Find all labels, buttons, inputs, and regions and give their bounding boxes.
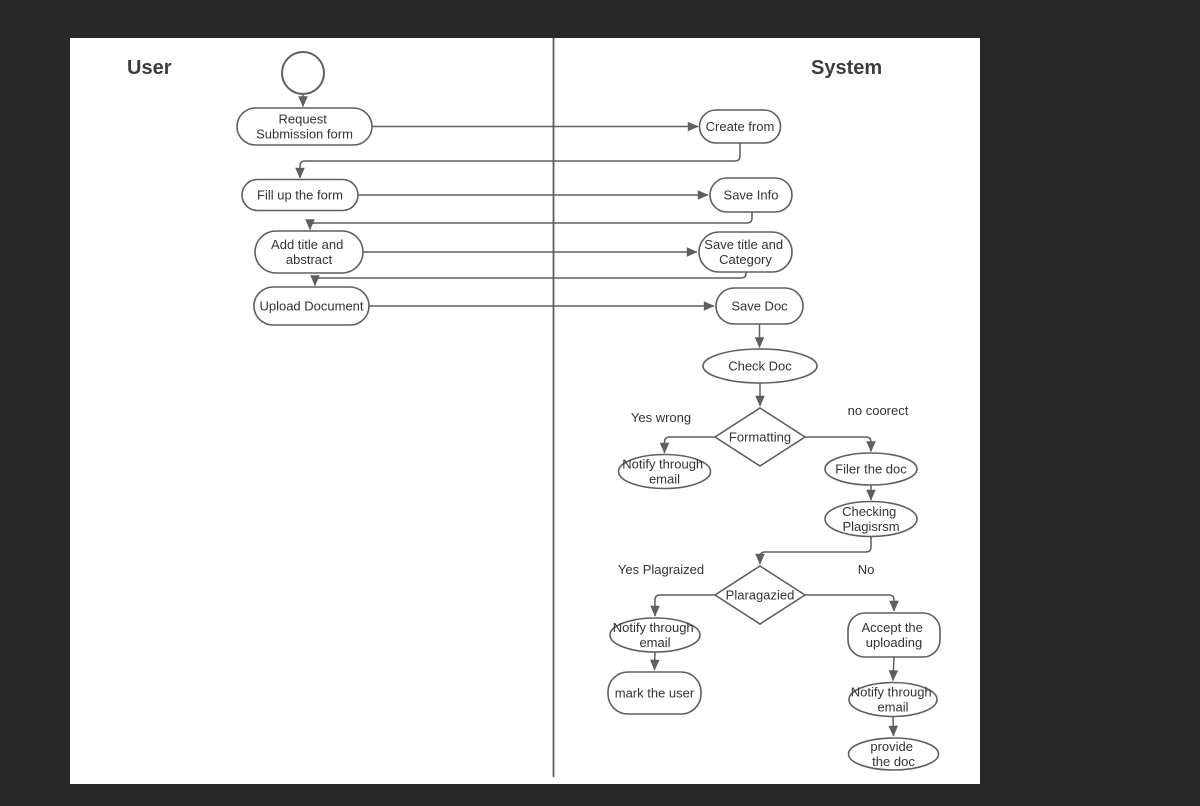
notify-email-plagiarized-shape — [609, 617, 701, 653]
filer-the-doc-shape — [824, 452, 918, 486]
edge-label-no-coorect[interactable]: no coorect — [848, 403, 909, 418]
node-upload-document[interactable]: Upload Document — [253, 286, 370, 326]
request-submission-label: Request Submission form — [256, 112, 353, 142]
accept-uploading-shape — [847, 612, 941, 658]
save-title-category-shape — [698, 231, 793, 273]
plaragazied-diamond-shape — [713, 565, 807, 625]
node-save-info[interactable]: Save Info — [709, 177, 793, 213]
create-from-label: Create from — [706, 119, 775, 134]
add-title-abstract-shape — [254, 230, 364, 274]
edge-formatting-to-notify-wrong[interactable] — [659, 436, 716, 454]
lane-title-user[interactable]: User — [127, 57, 172, 79]
notify-email-accept-shape — [848, 681, 938, 718]
check-doc-shape — [702, 348, 818, 384]
filer-the-doc-label: Filer the doc — [835, 462, 907, 477]
formatting-diamond-shape — [713, 407, 807, 467]
node-notify-email-wrong[interactable]: Notify through email — [617, 453, 712, 490]
edge-save-title-to-upload[interactable] — [310, 272, 747, 287]
diagram-canvas[interactable]: User System Yes wrong — [70, 38, 980, 784]
node-checking-plagisrsm[interactable]: Checking Plagisrsm — [824, 500, 918, 538]
provide-the-doc-shape — [847, 737, 940, 771]
edge-plaragazied-to-accept[interactable] — [805, 594, 899, 612]
mark-the-user-shape — [607, 671, 702, 715]
node-create-from[interactable]: Create from — [698, 109, 782, 144]
upload-document-label: Upload Document — [259, 299, 363, 314]
edge-notify-to-mark-user[interactable] — [649, 651, 660, 671]
upload-document-shape — [253, 286, 370, 326]
node-start[interactable] — [281, 51, 325, 95]
notify-email-accept-label: Notify through email — [851, 685, 936, 715]
edge-plaragazied-to-notify-plagiarized[interactable] — [650, 594, 715, 617]
node-fill-up-form[interactable]: Fill up the form — [241, 178, 359, 212]
node-notify-email-accept[interactable]: Notify through email — [848, 681, 938, 718]
checking-plagisrsm-shape — [824, 500, 918, 538]
node-provide-the-doc[interactable]: provide the doc — [847, 737, 940, 771]
checking-plagisrsm-label: Checking Plagisrsm — [842, 504, 900, 534]
create-from-shape — [698, 109, 782, 144]
edge-formatting-to-filer[interactable] — [805, 436, 876, 453]
formatting-label: Formatting — [729, 430, 791, 445]
edge-label-no[interactable]: No — [858, 562, 875, 577]
save-title-category-label: Save title and Category — [704, 237, 786, 267]
edge-accept-to-notify[interactable] — [888, 656, 899, 682]
node-save-doc[interactable]: Save Doc — [715, 287, 804, 325]
accept-uploading-label: Accept the uploading — [861, 620, 926, 650]
connectors — [295, 94, 899, 737]
request-submission-shape — [236, 107, 373, 146]
node-filer-the-doc[interactable]: Filer the doc — [824, 452, 918, 486]
node-notify-email-plagiarized[interactable]: Notify through email — [609, 617, 701, 653]
edge-create-from-to-fill-up[interactable] — [295, 143, 741, 179]
save-doc-label: Save Doc — [731, 299, 788, 314]
mark-the-user-label: mark the user — [615, 686, 695, 701]
fill-up-form-shape — [241, 178, 359, 212]
node-request-submission-form[interactable]: Request Submission form — [236, 107, 373, 146]
edge-checking-to-plaragazied[interactable] — [755, 536, 872, 565]
edge-save-info-to-add-title[interactable] — [305, 212, 753, 231]
lane-title-system[interactable]: System — [811, 57, 882, 79]
start-circle — [281, 51, 325, 95]
plaragazied-label: Plaragazied — [726, 588, 795, 603]
node-plaragazied-decision[interactable]: Plaragazied — [713, 565, 807, 625]
notify-email-wrong-shape — [617, 453, 712, 490]
flowchart-svg: User System Yes wrong — [127, 38, 941, 777]
node-save-title-category[interactable]: Save title and Category — [698, 231, 793, 273]
provide-the-doc-label: provide the doc — [870, 739, 916, 769]
check-doc-label: Check Doc — [728, 359, 792, 374]
save-doc-shape — [715, 287, 804, 325]
node-accept-uploading[interactable]: Accept the uploading — [847, 612, 941, 658]
node-mark-the-user[interactable]: mark the user — [607, 671, 702, 715]
save-info-shape — [709, 177, 793, 213]
add-title-abstract-label: Add title and abstract — [271, 237, 347, 267]
save-info-label: Save Info — [724, 188, 779, 203]
edge-label-yes-wrong[interactable]: Yes wrong — [631, 410, 691, 425]
notify-email-plagiarized-label: Notify through email — [613, 620, 698, 650]
edge-label-yes-plagraized[interactable]: Yes Plagraized — [618, 562, 704, 577]
notify-email-wrong-label: Notify through email — [622, 457, 707, 487]
node-add-title-abstract[interactable]: Add title and abstract — [254, 230, 364, 274]
node-formatting-decision[interactable]: Formatting — [713, 407, 807, 467]
node-check-doc[interactable]: Check Doc — [702, 348, 818, 384]
edge-notify-to-provide[interactable] — [888, 716, 899, 737]
fill-up-form-label: Fill up the form — [257, 188, 343, 203]
